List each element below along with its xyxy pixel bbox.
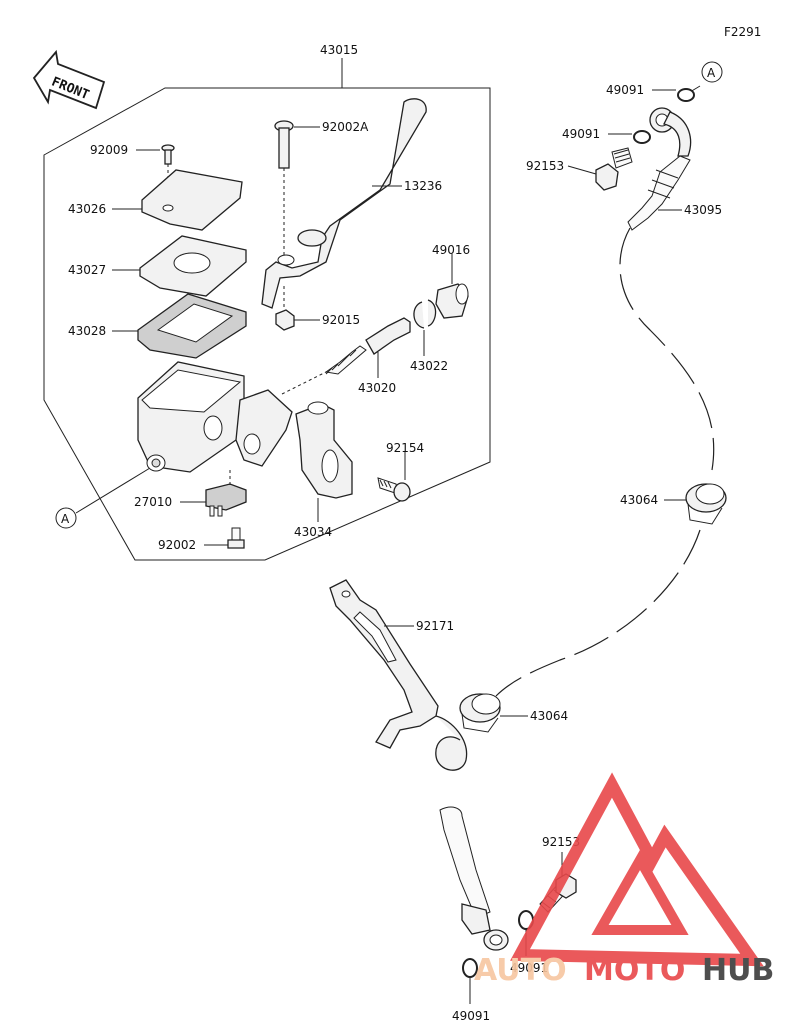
clamp-43034 bbox=[295, 401, 353, 499]
screw-92002 bbox=[227, 527, 245, 549]
circlip-43022 bbox=[413, 299, 437, 329]
hose-end-lower bbox=[439, 806, 509, 951]
callout-a-left-letter: A bbox=[61, 512, 70, 526]
part-label-43064-a: 43064 bbox=[620, 493, 658, 507]
brake-hose-43095 bbox=[495, 227, 715, 697]
brake-lever-13236 bbox=[261, 98, 427, 309]
part-label-43028: 43028 bbox=[68, 324, 106, 338]
part-label-43022: 43022 bbox=[410, 359, 448, 373]
washer-49091-second bbox=[633, 130, 651, 144]
part-label-43020: 43020 bbox=[358, 381, 396, 395]
banjo-fitting-top bbox=[627, 107, 692, 231]
watermark-word-c: HUB bbox=[702, 953, 774, 988]
piston-kit-43020 bbox=[324, 317, 411, 375]
part-label-92002A: 92002A bbox=[322, 120, 369, 134]
part-label-43027: 43027 bbox=[68, 263, 106, 277]
front-arrow-icon: FRONT bbox=[32, 49, 106, 110]
pivot-bolt-92002A bbox=[274, 120, 294, 169]
callout-a-right-letter: A bbox=[707, 66, 716, 80]
part-label-43026: 43026 bbox=[68, 202, 106, 216]
part-label-49091-d: 49091 bbox=[452, 1009, 490, 1023]
part-label-92154: 92154 bbox=[386, 441, 424, 455]
banjo-bolt-92153-top bbox=[595, 147, 633, 191]
washer-49091-bottom bbox=[462, 958, 478, 978]
reservoir-cap-43026 bbox=[141, 169, 243, 231]
diaphragm-43028 bbox=[137, 293, 247, 359]
boot-49016 bbox=[435, 283, 469, 319]
diaphragm-plate-43027 bbox=[139, 235, 247, 297]
part-label-43015: 43015 bbox=[320, 43, 358, 57]
part-label-27010: 27010 bbox=[134, 495, 172, 509]
part-label-49091-c: 49091 bbox=[510, 961, 548, 975]
bracket-92171 bbox=[329, 579, 468, 771]
watermark-word-b: MOTO bbox=[584, 953, 685, 988]
part-label-43064-b: 43064 bbox=[530, 709, 568, 723]
watermark-word-a: AUTO bbox=[474, 953, 567, 988]
part-label-92171: 92171 bbox=[416, 619, 454, 633]
part-label-49016: 49016 bbox=[432, 243, 470, 257]
part-label-43095: 43095 bbox=[684, 203, 722, 217]
screw-92009 bbox=[161, 144, 175, 165]
part-label-13236: 13236 bbox=[404, 179, 442, 193]
part-label-92002: 92002 bbox=[158, 538, 196, 552]
part-label-92009: 92009 bbox=[90, 143, 128, 157]
part-label-43034: 43034 bbox=[294, 525, 332, 539]
nut-92015 bbox=[275, 309, 295, 331]
master-cylinder-body bbox=[137, 361, 293, 473]
automotohub-logo: AUTO MOTO HUB bbox=[474, 772, 774, 988]
part-label-49091-b: 49091 bbox=[562, 127, 600, 141]
master-cylinder-assembly-outline bbox=[43, 87, 491, 561]
part-label-92153-b: 92153 bbox=[542, 835, 580, 849]
callout-a-right bbox=[701, 61, 723, 83]
callout-a-left bbox=[55, 507, 77, 529]
washer-49091-top bbox=[677, 88, 695, 102]
brake-switch-27010 bbox=[205, 483, 247, 517]
grommet-43064-lower bbox=[459, 693, 501, 733]
grommet-43064-upper bbox=[685, 483, 727, 525]
figure-code: F2291 bbox=[724, 25, 761, 39]
bolt-92154 bbox=[377, 477, 411, 502]
part-label-92015: 92015 bbox=[322, 313, 360, 327]
part-label-92153-a: 92153 bbox=[526, 159, 564, 173]
part-label-49091-a: 49091 bbox=[606, 83, 644, 97]
